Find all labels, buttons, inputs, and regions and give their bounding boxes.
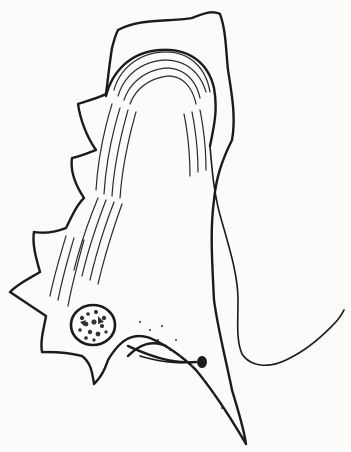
flagellum	[210, 146, 344, 365]
nucleus	[71, 305, 115, 345]
cytoplasm-stipple	[139, 321, 223, 409]
